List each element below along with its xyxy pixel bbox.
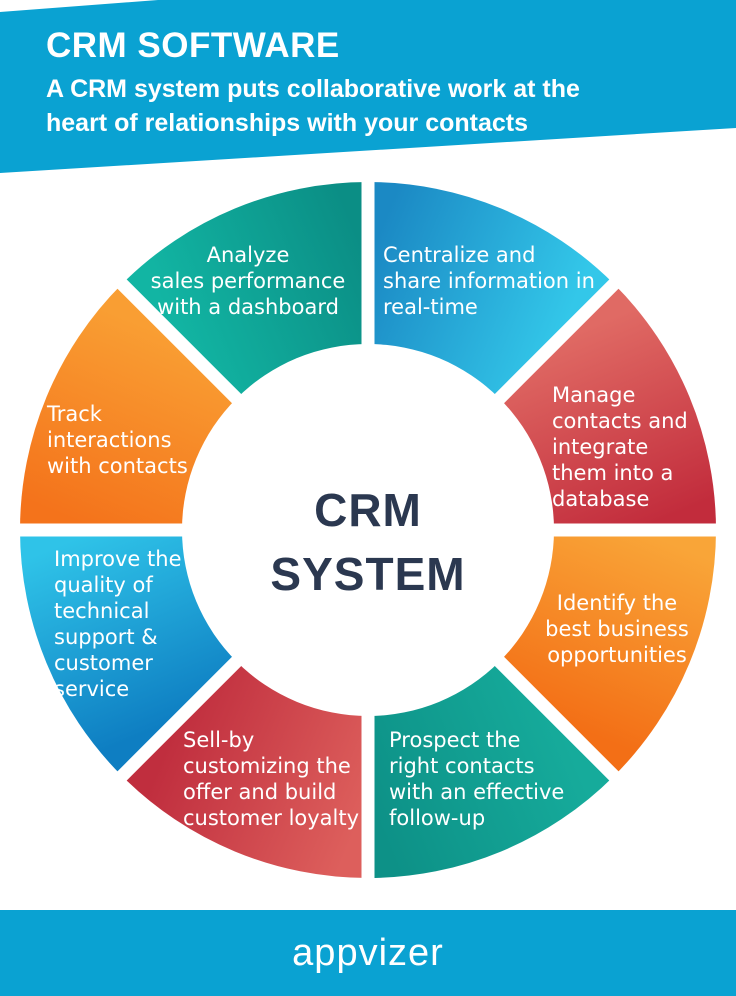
segment-label-prospect: Prospect the right contacts with an effe… [389, 728, 565, 830]
donut-hole [182, 344, 554, 716]
footer-bar: appvizer [0, 910, 736, 996]
segment-label-improve: Improve the quality of technical support… [54, 547, 182, 701]
segment-label-manage: Manage contacts and integrate them into … [552, 383, 688, 511]
segment-label-identify: Identify the best business opportunities [545, 591, 689, 667]
header-subtitle: A CRM system puts collaborative work at … [46, 75, 580, 137]
segment-label-centralize: Centralize and share information in real… [383, 243, 595, 319]
segment-label-track: Track interactions with contacts [47, 402, 188, 478]
segment-label-sell: Sell-by customizing the offer and build … [183, 728, 360, 830]
brand-wordmark: appvizer [292, 931, 444, 974]
center-label: CRM SYSTEM [270, 484, 466, 600]
segment-label-analyze: Analyze sales performance with a dashboa… [150, 243, 346, 319]
header-title: CRM SOFTWARE [46, 26, 340, 65]
